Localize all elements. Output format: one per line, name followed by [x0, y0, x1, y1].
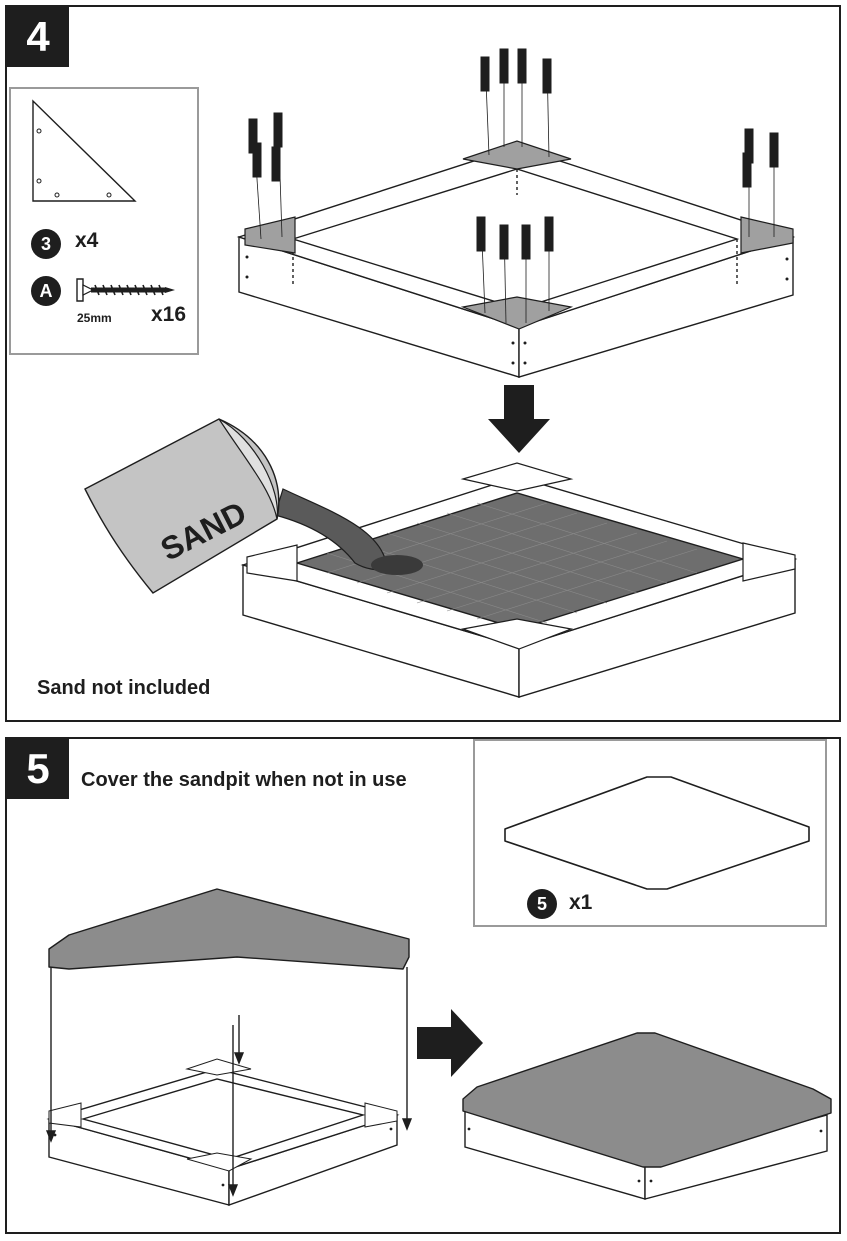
sand-bag-illustration: SAND	[84, 418, 423, 594]
right-arrow-icon	[417, 1009, 483, 1077]
step-5-number: 5	[7, 739, 69, 799]
cover-part-icon	[504, 776, 810, 890]
screw-icon	[76, 278, 175, 302]
part-3-quantity: x4	[75, 229, 99, 252]
step-4-parts-box: 3 x4 A 25mm x16	[9, 87, 199, 355]
screw-group-right	[742, 128, 779, 237]
part-A-size: 25mm	[77, 311, 112, 325]
part-5-quantity: x1	[569, 891, 593, 914]
step-5-parts-box: 5 x1	[473, 739, 827, 927]
step-4-panel: 4 3 x4 A 25mm x16	[5, 5, 841, 722]
screw-group-back	[480, 48, 552, 158]
step-5-title: Cover the sandpit when not in use	[81, 769, 407, 791]
part-A-badge: A	[31, 276, 61, 306]
step-5-panel: 5 Cover the sandpit when not in use 5 x1	[5, 737, 841, 1234]
sand-not-included-note: Sand not included	[37, 677, 211, 699]
down-arrow-icon	[488, 385, 550, 453]
part-A-quantity: x16	[151, 303, 187, 326]
corner-bracket-icon	[32, 99, 137, 202]
part-3-badge: 3	[31, 229, 61, 259]
part-5-badge: 5	[527, 889, 557, 919]
screw-group-left	[248, 112, 283, 240]
cover-installation-diagram	[45, 888, 832, 1206]
sandpit-frame-with-brackets	[236, 48, 798, 698]
step-4-number: 4	[7, 7, 69, 67]
screw-group-front	[476, 216, 554, 324]
